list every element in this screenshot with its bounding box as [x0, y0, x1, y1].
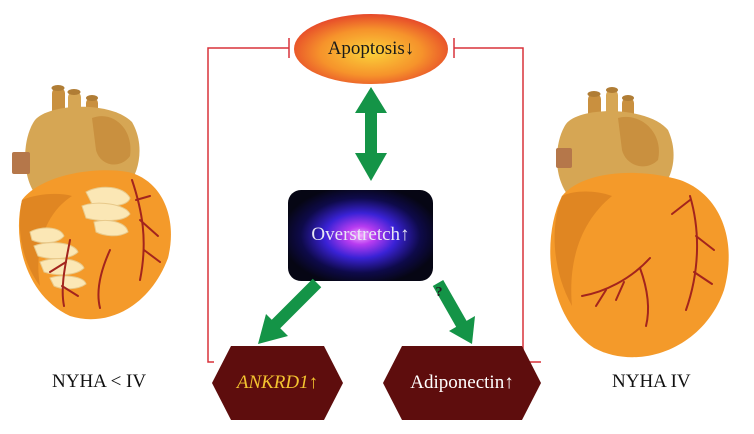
- left-inhibition-connector: [207, 38, 290, 363]
- overstretch-node-shape: [288, 190, 433, 281]
- left-heart-illustration: [12, 85, 171, 320]
- left-heart-caption: NYHA < IV: [52, 371, 147, 392]
- right-heart-illustration: [550, 87, 729, 358]
- ankrd1-label: ANKRD1↑: [236, 372, 319, 393]
- right-inhibition-connector: [453, 38, 541, 363]
- double-arrow-apoptosis-overstretch: [355, 87, 387, 181]
- arrow-overstretch-to-ankrd1: [258, 278, 322, 344]
- right-heart-caption: NYHA IV: [612, 371, 691, 392]
- adiponectin-node-shape: [383, 346, 541, 420]
- ankrd1-node-shape: [212, 346, 343, 420]
- adiponectin-label: Adiponectin↑: [410, 372, 514, 393]
- question-mark-label: ?: [435, 285, 443, 300]
- overstretch-label: Overstretch↑: [311, 224, 410, 245]
- arrow-overstretch-to-adiponectin: [432, 280, 475, 344]
- apoptosis-label: Apoptosis↓: [327, 38, 415, 59]
- apoptosis-node-shape: [294, 14, 448, 84]
